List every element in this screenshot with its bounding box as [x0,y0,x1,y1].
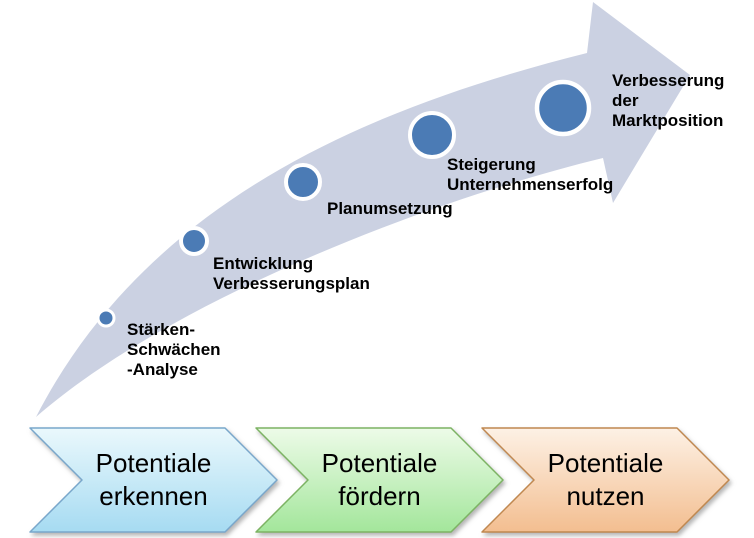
milestone-dot-3 [284,163,322,201]
phase-label-line: Potentiale [95,448,212,478]
milestone-label-line: Verbesserung [612,71,725,90]
milestone-label-line: Steigerung [447,155,536,174]
phase-label-foerdern: Potentiale fördern [256,447,503,513]
milestone-label-line: Schwächen [127,340,221,359]
milestone-label-planumsetzung: Planumsetzung [327,199,453,219]
milestone-dot-2 [179,226,209,256]
phase-chevron-foerdern [255,427,504,533]
phase-label-nutzen: Potentiale nutzen [482,447,729,513]
phase-label-line: Potentiale [547,448,664,478]
milestone-dot-4 [408,111,456,159]
milestone-label-line: Entwicklung [213,254,314,273]
phase-chevron-erkennen [29,427,278,533]
phase-chevron-nutzen [481,427,730,533]
milestone-label-line: Verbesserungsplan [213,274,370,293]
phase-label-line: Potentiale [321,448,438,478]
milestone-label-line: Stärken- [127,320,196,339]
milestone-label-line: der [612,91,639,110]
growth-arrow [36,2,690,417]
milestone-label-line: -Analyse [127,360,198,379]
milestone-dot-1 [96,308,116,328]
phase-label-line: erkennen [99,481,208,511]
milestone-label-line: Unternehmenserfolg [447,175,614,194]
milestone-dot-5 [534,79,592,137]
milestone-label-line: Planumsetzung [327,199,453,218]
phase-label-line: fördern [338,481,421,511]
milestone-label-staerken-schwaechen-analyse: Stärken- Schwächen -Analyse [127,320,221,380]
phase-label-line: nutzen [566,481,645,511]
milestone-label-steigerung-unternehmenserfolg: Steigerung Unternehmenserfolg [447,155,613,195]
phase-label-erkennen: Potentiale erkennen [30,447,277,513]
milestone-label-line: Marktposition [612,111,724,130]
milestone-label-entwicklung-verbesserungsplan: Entwicklung Verbesserungsplan [213,254,370,294]
milestone-label-verbesserung-der-marktposition: Verbesserung der Marktposition [612,71,724,131]
